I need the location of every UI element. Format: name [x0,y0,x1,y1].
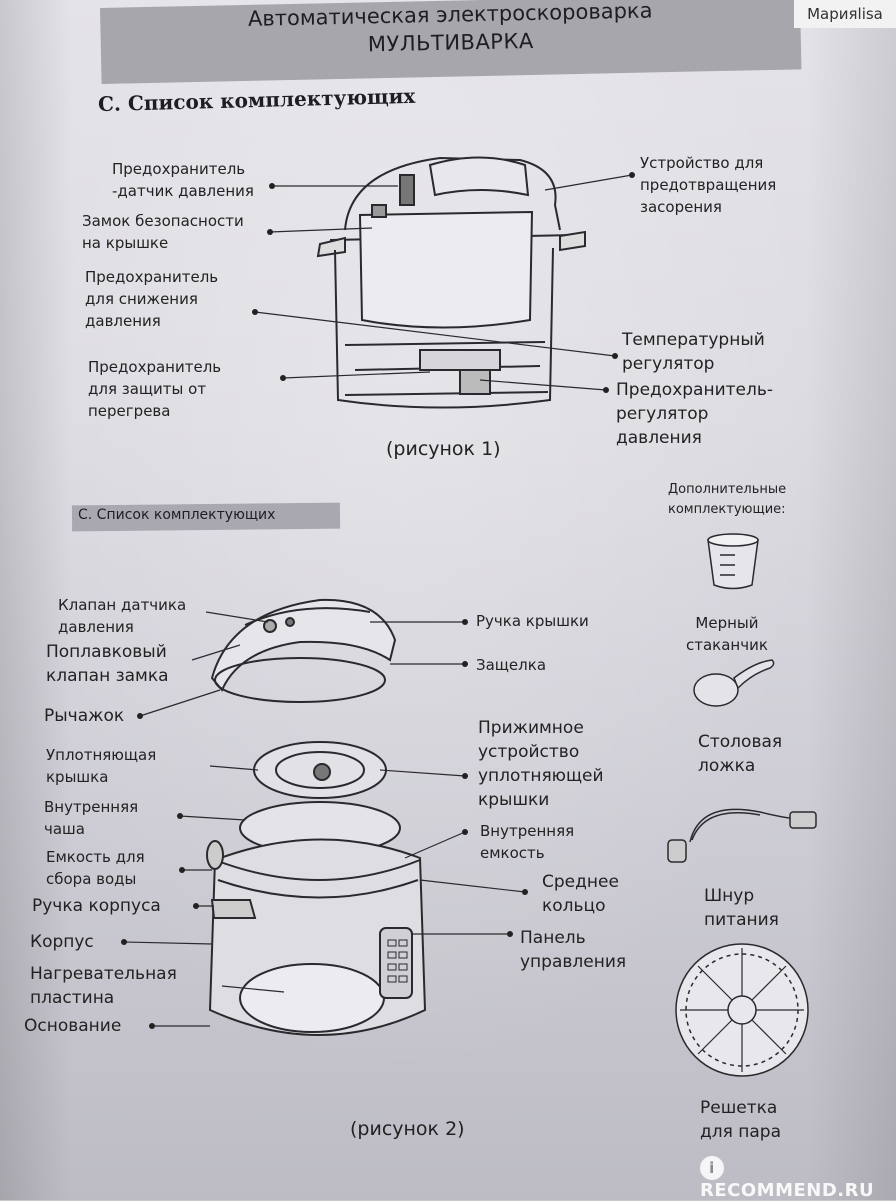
label-overheat-fuse: Предохранитель для защиты от перегрева [88,358,222,420]
label-base: Основание [24,1016,122,1036]
label-spoon: Столовая ложка [698,732,783,776]
label-body: Корпус [30,932,94,952]
label-latch: Защелка [476,656,547,674]
measuring-cup-picture [707,533,759,590]
label-measuring-cup: Мерный стаканчик [686,614,768,654]
figure1-cooker [316,156,586,409]
label-pressure-sensor-valve: Клапан датчика давления [58,596,187,636]
figure2-body [206,838,427,1036]
label-inner-container: Внутренняя емкость [480,822,575,862]
label-anti-clog: Устройство для предотвращения засорения [640,154,777,216]
site-watermark-text: RECOMMEND.RU [700,1180,875,1201]
spoon-picture [693,659,775,707]
figure2-caption: (рисунок 2) [350,1118,465,1140]
figure1-leader-dots [252,172,635,393]
recommend-logo-icon: i [700,1156,724,1180]
label-pressure-regulator-fuse: Предохранитель- регулятор давления [616,380,774,448]
section2-title: С. Список комплектующих [78,507,276,523]
steam-rack-picture [675,943,809,1077]
label-control-panel: Панель управления [520,928,627,972]
label-heating-plate: Нагревательная пластина [30,964,177,1008]
figure2-lid [210,598,397,703]
figure1-leaders [254,174,633,391]
label-fuse-pressure-sensor: Предохранитель -датчик давления [112,160,254,200]
figure2-sealing-lid [253,741,387,799]
label-thermo-regulator: Температурный регулятор [622,330,765,374]
accessories-header: Дополнительные комплектующие: [668,482,787,517]
author-watermark: Марияlisa [794,0,896,28]
label-body-handle: Ручка корпуса [32,896,161,916]
figure1-caption: (рисунок 1) [386,438,501,460]
label-lid-lock: Замок безопасности на крышке [82,212,244,252]
label-float-lock-valve: Поплавковый клапан замка [46,642,169,686]
label-inner-bowl: Внутренняя чаша [44,798,139,838]
label-water-tank: Емкость для сбора воды [46,848,145,888]
label-seal-clamp: Прижимное устройство уплотняющей крышки [478,718,604,810]
label-sealing-lid: Уплотняющая крышка [46,746,157,786]
label-power-cord: Шнур питания [704,886,779,930]
label-middle-ring: Среднее кольцо [542,872,619,916]
label-lever: Рычажок [44,706,125,726]
label-steam-rack: Решетка для пара [700,1098,781,1142]
site-watermark: iRECOMMEND.RU [700,1156,896,1201]
label-lid-handle: Ручка крышки [476,612,589,630]
figure2-leader-dots [121,619,528,1029]
label-pressure-relief-fuse: Предохранитель для снижения давления [85,268,219,330]
figure2-leaders [123,611,526,1027]
power-cord-picture [667,808,817,863]
